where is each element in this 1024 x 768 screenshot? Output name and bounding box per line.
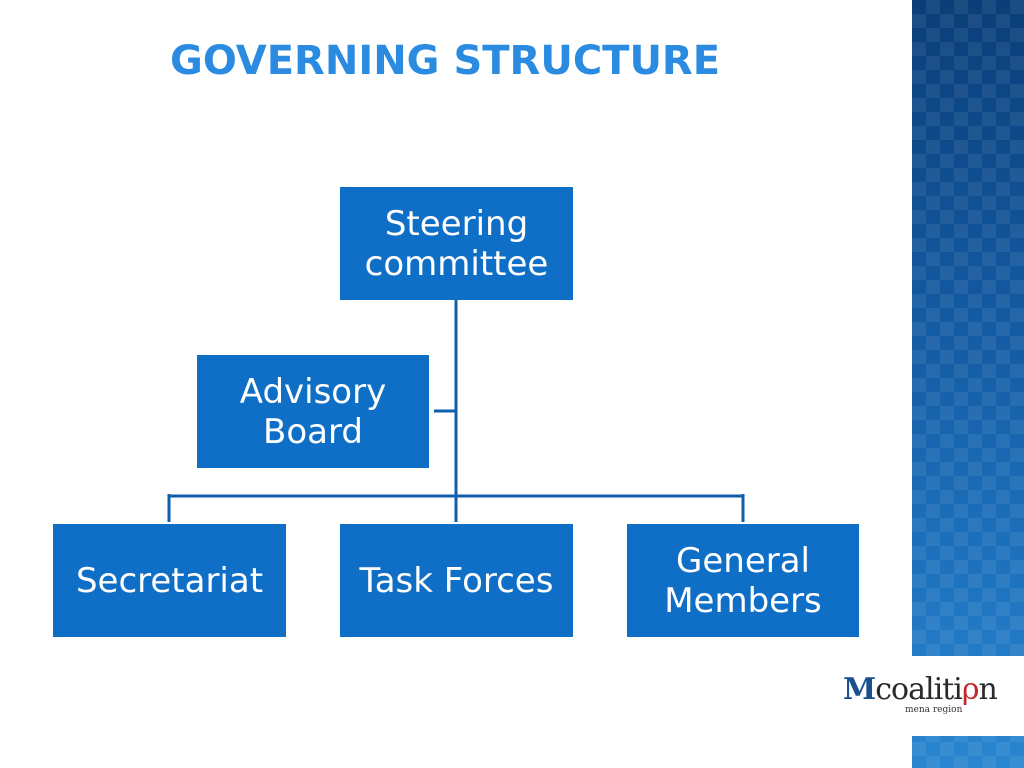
- slide-title: GOVERNING STRUCTURE: [170, 38, 721, 84]
- node-steering-committee: Steering committee: [340, 187, 573, 300]
- logo-wordmark: Mcoalitiρn: [843, 672, 998, 708]
- node-label: Advisory Board: [239, 371, 387, 452]
- node-label: Secretariat: [75, 560, 264, 601]
- logo-accent-mark: ρ: [961, 672, 980, 707]
- node-general-members: General Members: [627, 524, 859, 637]
- logo-word-b: n: [978, 672, 997, 707]
- side-panel-pattern: [912, 0, 1024, 768]
- node-secretariat: Secretariat: [53, 524, 286, 637]
- node-advisory-board: Advisory Board: [197, 355, 429, 468]
- node-task-forces: Task Forces: [340, 524, 573, 637]
- node-label: Task Forces: [359, 560, 554, 601]
- connector-lines: [167, 300, 745, 522]
- node-label: Steering committee: [364, 203, 549, 284]
- side-panel: [912, 0, 1024, 768]
- logo-letter-m: M: [843, 672, 876, 707]
- logo-tagline: mena region: [905, 705, 963, 715]
- logo-band: [912, 656, 1024, 736]
- logo-word-accent: i: [953, 672, 963, 707]
- node-label: General Members: [664, 540, 822, 621]
- org-chart: Steering committee Advisory Board Secret…: [53, 187, 859, 637]
- mcoalition-logo: Mcoalitiρn mena region: [843, 672, 1003, 722]
- logo-word-a: coalit: [875, 672, 954, 707]
